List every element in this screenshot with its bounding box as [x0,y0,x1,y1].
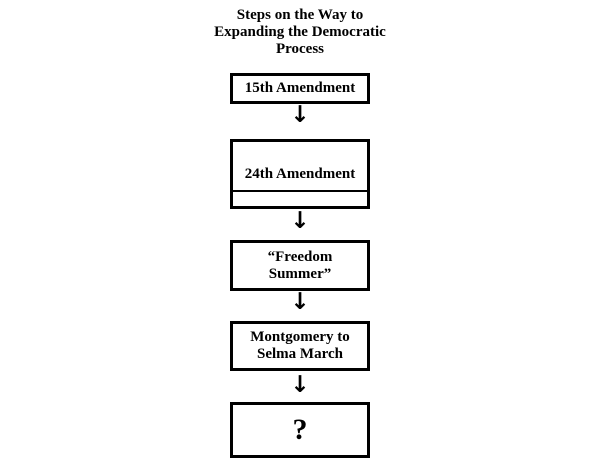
box-label: 15th Amendment [244,80,356,96]
box-label: 24th Amendment [244,166,356,182]
flow-box-24th-amendment: 24th Amendment [230,139,370,209]
box-label: Montgomery to Selma March [250,329,350,362]
flow-box-unknown-question: ? [230,402,370,458]
down-arrow-icon: ↓ [290,289,310,315]
box-cell-labeled: 24th Amendment [233,159,367,192]
flow-box-montgomery-selma-march: Montgomery to Selma March [230,321,370,371]
box-label: “Freedom Summer” [267,248,333,282]
diagram-title: Steps on the Way to Expanding the Democr… [214,7,386,57]
flow-box-freedom-summer: “Freedom Summer” [230,240,370,291]
down-arrow-icon: ↓ [290,372,310,398]
down-arrow-icon: ↓ [290,102,310,128]
box-label: ? [292,413,308,446]
flow-box-15th-amendment: 15th Amendment [230,73,370,104]
down-arrow-icon: ↓ [290,208,310,234]
